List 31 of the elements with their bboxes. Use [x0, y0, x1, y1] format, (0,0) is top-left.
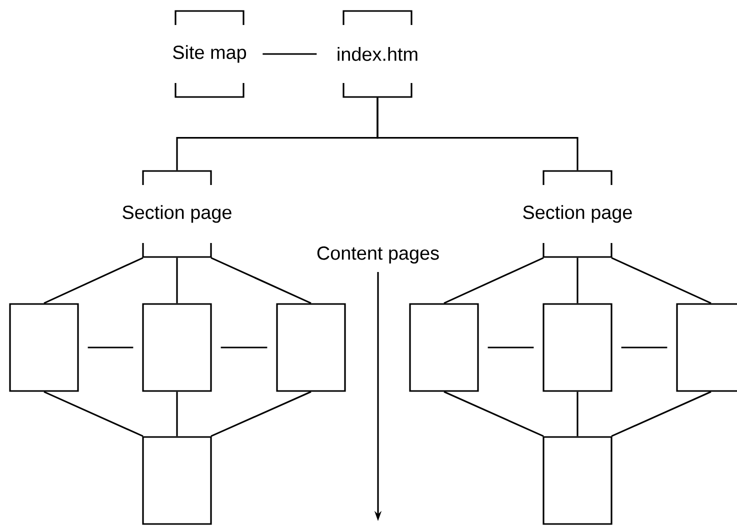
connector-line: [262, 53, 317, 55]
connector-line: [621, 346, 668, 348]
connector-line: [488, 346, 534, 348]
connector-line: [176, 258, 178, 304]
page-box: [542, 303, 612, 392]
page-box: [409, 303, 479, 392]
connector-line: [611, 257, 712, 304]
connector-line: [176, 392, 178, 436]
page-node: Section page: [122, 170, 232, 258]
connector-line: [611, 391, 712, 437]
axis-label: Content pages: [317, 246, 439, 264]
page-box: [676, 303, 737, 392]
connector-line: [576, 392, 578, 436]
page-box: [9, 303, 79, 392]
connector-line: [444, 257, 544, 304]
connector-line: [44, 257, 144, 304]
page-node: Site map: [173, 10, 246, 98]
page-box: [142, 436, 212, 525]
connector-line: [88, 346, 134, 348]
connector-line: [444, 391, 544, 437]
connector-line: [576, 258, 578, 304]
connector-line: [44, 391, 144, 437]
connector-line: [376, 98, 578, 170]
connector-line: [210, 257, 312, 304]
page-box: [276, 303, 346, 392]
page-node: Section page: [523, 170, 632, 258]
page-box: [542, 436, 612, 525]
connector-line: [220, 346, 268, 348]
page-box: [142, 303, 212, 392]
page-node: index.htm: [338, 10, 418, 98]
connector-line: [210, 391, 312, 437]
